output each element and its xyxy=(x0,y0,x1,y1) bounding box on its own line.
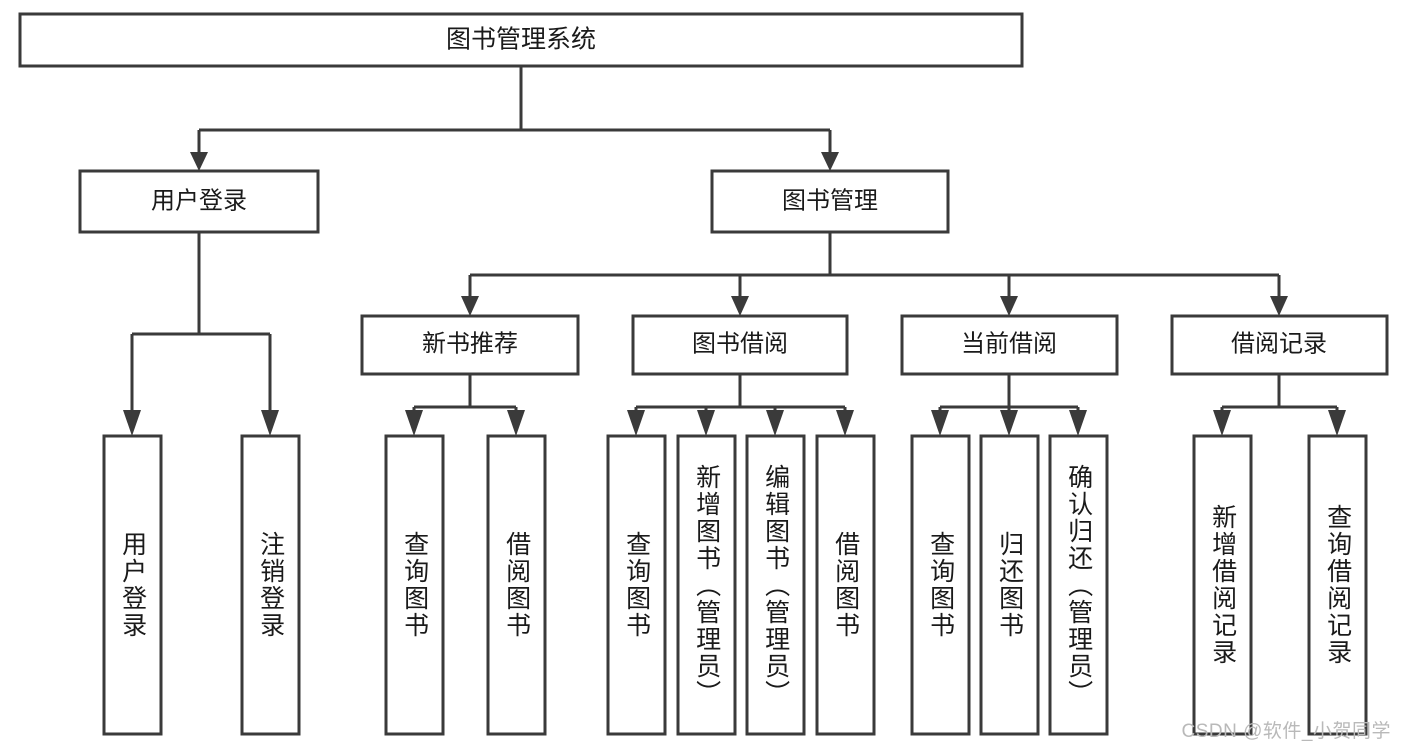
arrow-head-newbook-leaf-1 xyxy=(405,410,423,436)
node-current-borrow-label: 当前借阅 xyxy=(961,330,1057,357)
node-book-manage[interactable]: 图书管理 xyxy=(710,169,950,234)
leaf-box-group xyxy=(102,434,1368,736)
leaf-box-newbook-borrow[interactable] xyxy=(486,434,547,736)
leaf-box-current-query[interactable] xyxy=(910,434,971,736)
leaf-box-record-query[interactable] xyxy=(1307,434,1368,736)
node-borrow-record-box[interactable] xyxy=(1170,314,1389,376)
arrow-head-current-leaf-2 xyxy=(1000,410,1018,436)
leaf-box-logout[interactable] xyxy=(240,434,301,736)
arrow-head-book-manage xyxy=(821,152,839,171)
leaf-box-current-confirm[interactable] xyxy=(1048,434,1109,736)
arrow-head-leaf-logout xyxy=(261,410,279,436)
arrow-head-record-leaf-1 xyxy=(1213,410,1231,436)
arrow-head-current xyxy=(1000,296,1018,316)
arrow-head-user-login xyxy=(190,152,208,171)
arrow-head-newbook-leaf-2 xyxy=(507,410,525,436)
leaf-box-borrow-add[interactable] xyxy=(676,434,737,736)
leaf-box-current-return[interactable] xyxy=(979,434,1040,736)
arrow-head-newbook xyxy=(461,296,479,316)
node-user-login-label: 用户登录 xyxy=(151,187,247,214)
arrow-head-record xyxy=(1270,296,1288,316)
node-user-login-box[interactable] xyxy=(78,169,320,234)
arrow-head-borrow-leaf-2 xyxy=(697,410,715,436)
leaf-box-newbook-query[interactable] xyxy=(384,434,445,736)
leaf-box-user-login[interactable] xyxy=(102,434,163,736)
node-current-borrow[interactable]: 当前借阅 xyxy=(900,314,1119,376)
node-new-book-recommend-box[interactable] xyxy=(360,314,580,376)
node-new-book-recommend-label: 新书推荐 xyxy=(422,330,518,357)
node-user-login[interactable]: 用户登录 xyxy=(78,169,320,234)
node-root[interactable]: 图书管理系统 xyxy=(18,12,1024,68)
arrow-head-current-leaf-3 xyxy=(1069,410,1087,436)
node-current-borrow-box[interactable] xyxy=(900,314,1119,376)
watermark-csdn: CSDN @软件_小贺同学 xyxy=(1181,721,1391,742)
arrow-head-leaf-user-login xyxy=(123,410,141,436)
node-book-borrow-box[interactable] xyxy=(631,314,849,376)
node-borrow-record-label: 借阅记录 xyxy=(1231,330,1327,357)
connector-group xyxy=(123,66,1346,436)
node-root-label: 图书管理系统 xyxy=(446,26,596,54)
node-book-manage-box[interactable] xyxy=(710,169,950,234)
node-root-box[interactable] xyxy=(18,12,1024,68)
node-book-manage-label: 图书管理 xyxy=(782,187,878,214)
arrow-head-borrow-leaf-4 xyxy=(836,410,854,436)
arrow-head-borrow-leaf-1 xyxy=(627,410,645,436)
leaf-box-record-add[interactable] xyxy=(1192,434,1253,736)
node-book-borrow-label: 图书借阅 xyxy=(692,330,788,357)
node-new-book-recommend[interactable]: 新书推荐 xyxy=(360,314,580,376)
arrow-head-current-leaf-1 xyxy=(931,410,949,436)
node-borrow-record[interactable]: 借阅记录 xyxy=(1170,314,1389,376)
arrow-head-borrow xyxy=(731,296,749,316)
leaf-box-borrow-lend[interactable] xyxy=(815,434,876,736)
arrow-head-record-leaf-2 xyxy=(1328,410,1346,436)
node-book-borrow[interactable]: 图书借阅 xyxy=(631,314,849,376)
leaf-box-borrow-edit[interactable] xyxy=(745,434,806,736)
arrow-head-borrow-leaf-3 xyxy=(766,410,784,436)
leaf-box-borrow-query[interactable] xyxy=(606,434,667,736)
